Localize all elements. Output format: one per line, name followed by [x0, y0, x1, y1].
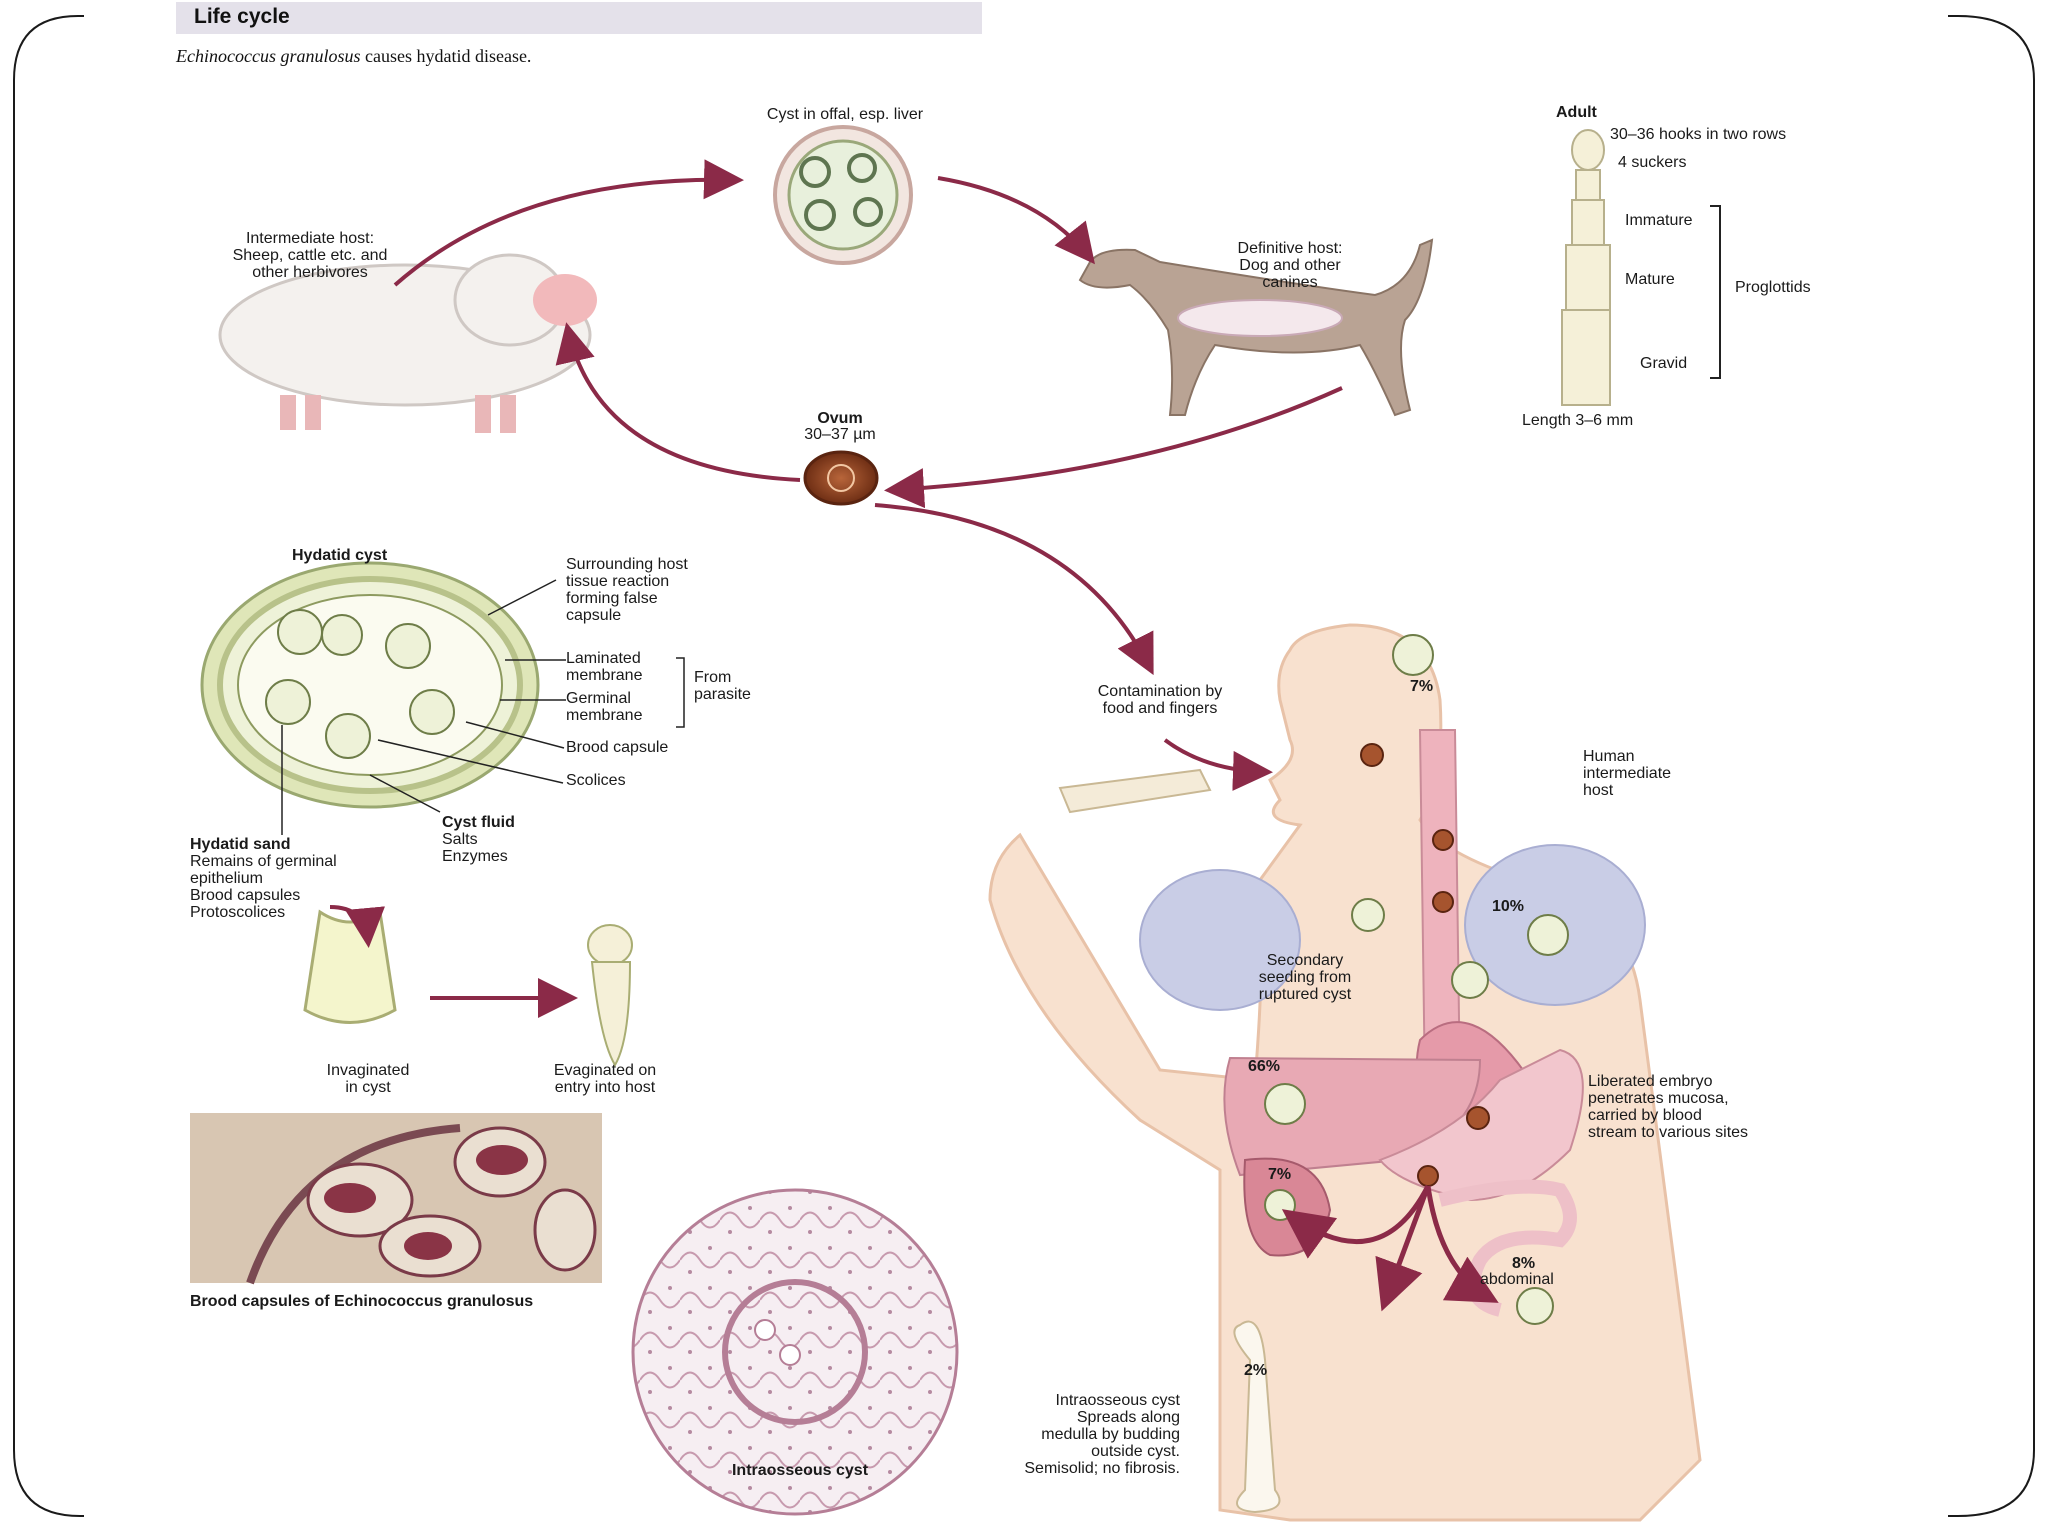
- cycle-arrows: [393, 159, 1343, 791]
- subtitle-species: Echinococcus granulosus: [176, 46, 361, 66]
- label-intraosseous-caption: Intraosseous cyst: [731, 1462, 869, 1479]
- label-invaginated: Invaginated in cyst: [326, 1062, 410, 1096]
- label-cyst-fluid-body: Salts Enzymes: [442, 831, 508, 865]
- label-from-parasite: From parasite: [694, 669, 751, 703]
- title-bar: [176, 2, 982, 34]
- label-pct-liver: 66%: [1248, 1058, 1281, 1075]
- label-pct-brain: 7%: [1410, 678, 1434, 695]
- label-scolices: Scolices: [566, 772, 626, 789]
- label-sand-body: Remains of germinal epithelium Brood cap…: [190, 853, 337, 921]
- label-brood-capsule: Brood capsule: [566, 739, 669, 756]
- ovum-illustration: [803, 450, 879, 506]
- label-germinal: Germinal membrane: [566, 690, 643, 724]
- label-laminated: Laminated membrane: [566, 650, 643, 684]
- label-mature: Mature: [1625, 271, 1675, 288]
- label-human-host: Human intermediate host: [1583, 748, 1672, 799]
- label-intermediate-host: Intermediate host: Sheep, cattle etc. an…: [232, 230, 388, 281]
- label-suckers: 4 suckers: [1618, 154, 1687, 171]
- subtitle-text: causes hydatid disease.: [360, 46, 532, 66]
- label-sand-title: Hydatid sand: [190, 836, 291, 853]
- label-cyst-fluid-title: Cyst fluid: [442, 814, 515, 831]
- label-proglottids: Proglottids: [1735, 279, 1811, 296]
- page-subtitle: Echinococcus granulosus causes hydatid d…: [176, 46, 531, 67]
- embryo-markers: [1360, 743, 1490, 1187]
- label-hooks: 30–36 hooks in two rows: [1610, 126, 1787, 143]
- label-ovum-title: Ovum: [817, 410, 863, 427]
- adult-tapeworm-illustration: [1561, 129, 1611, 406]
- protoscolex-arrows: [329, 905, 578, 1018]
- label-cyst-offal: Cyst in offal, esp. liver: [766, 106, 924, 123]
- label-intraosseous-desc: Intraosseous cyst Spreads along medulla …: [1024, 1392, 1180, 1477]
- label-adult-title: Adult: [1556, 104, 1597, 121]
- slide-frame: [13, 15, 2035, 1517]
- cyst-in-offal-illustration: [773, 125, 913, 265]
- label-secondary: Secondary seeding from ruptured cyst: [1258, 952, 1352, 1003]
- dog-illustration: [1078, 238, 1434, 417]
- label-pct-abdominal: 8%: [1512, 1255, 1536, 1272]
- label-immature: Immature: [1625, 212, 1693, 229]
- label-brood-caption: Brood capsules of Echinococcus granulosu…: [190, 1293, 534, 1310]
- label-abdominal: abdominal: [1480, 1271, 1554, 1288]
- label-pct-lung: 10%: [1492, 898, 1525, 915]
- label-surrounding: Surrounding host tissue reaction forming…: [566, 556, 688, 624]
- label-pct-kidney: 7%: [1268, 1166, 1292, 1183]
- label-pct-bone: 2%: [1244, 1362, 1268, 1379]
- label-gravid: Gravid: [1640, 355, 1688, 372]
- label-hydatid-title: Hydatid cyst: [292, 547, 388, 564]
- intraosseous-micrograph: [631, 1188, 959, 1516]
- label-liberated: Liberated embryo penetrates mucosa, carr…: [1588, 1073, 1749, 1141]
- protoscolex-illustrations: [303, 909, 633, 1067]
- label-definitive-host: Definitive host: Dog and other canines: [1237, 240, 1343, 291]
- brood-capsule-micrograph: [190, 1113, 602, 1285]
- hydatid-leader-lines: [281, 579, 685, 835]
- page-title: Life cycle: [194, 5, 290, 28]
- label-ovum-size: 30–37 µm: [804, 426, 876, 443]
- dissemination-arrows: [1281, 1184, 1499, 1312]
- label-evaginated: Evaginated on entry into host: [553, 1062, 657, 1096]
- label-contamination: Contamination by food and fingers: [1097, 683, 1223, 717]
- sheep-illustration: [218, 253, 597, 433]
- label-length: Length 3–6 mm: [1522, 412, 1634, 429]
- hydatid-cyst-illustration: [200, 561, 540, 809]
